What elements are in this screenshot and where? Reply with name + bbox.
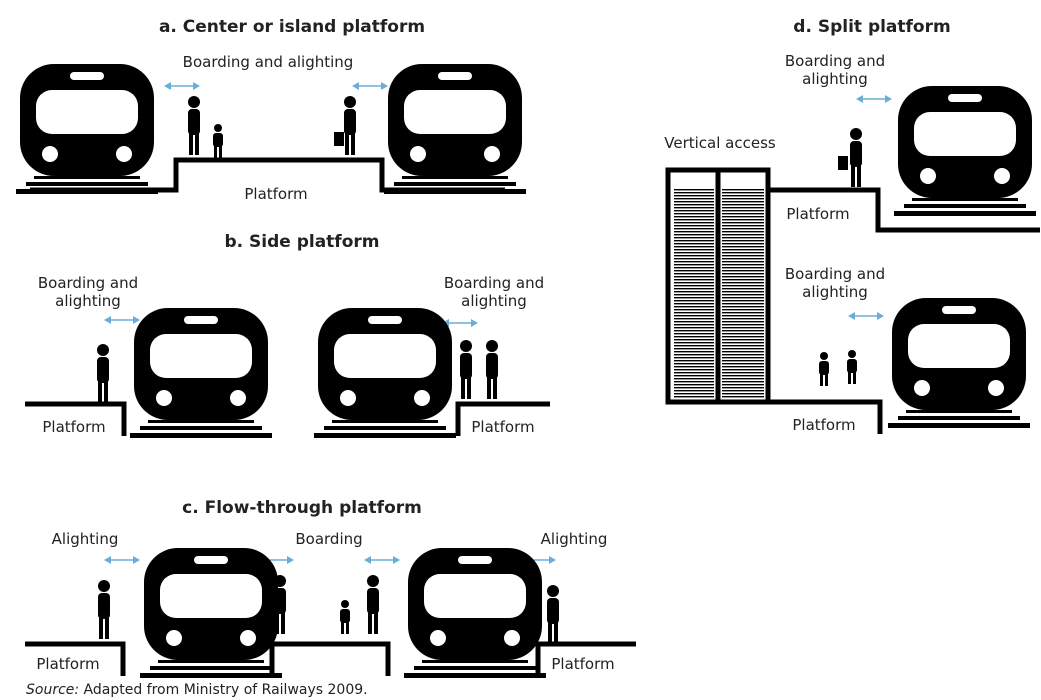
- panel-b-right-label-line1: Boarding and: [444, 274, 544, 292]
- person-icon: [486, 340, 498, 399]
- train-icon: [888, 298, 1030, 428]
- double-arrow-icon: [351, 81, 389, 91]
- panel-d-title: d. Split platform: [793, 17, 950, 37]
- source-note: Source: Adapted from Ministry of Railway…: [26, 682, 368, 698]
- person-icon: [460, 340, 472, 399]
- vertical-access-stairs: [665, 167, 771, 405]
- person-icon: [97, 344, 109, 403]
- train-icon: [894, 86, 1036, 216]
- panel-b-right-label-line2: alighting: [461, 292, 527, 310]
- panel-d-top-label-line1: Boarding and: [785, 52, 885, 70]
- train-icon: [384, 64, 526, 194]
- train-icon: [404, 548, 546, 678]
- panel-c-alighting-right-label: Alighting: [541, 530, 608, 548]
- panel-d-platform-lower-label: Platform: [792, 416, 855, 434]
- panel-d-top-label-line2: alighting: [802, 70, 868, 88]
- source-text: Adapted from Ministry of Railways 2009.: [79, 682, 367, 698]
- panel-a-title: a. Center or island platform: [159, 17, 425, 37]
- double-arrow-icon: [855, 94, 893, 104]
- person-with-bag-icon: [850, 128, 862, 187]
- panel-d-bottom-label-line1: Boarding and: [785, 265, 885, 283]
- panel-c-alighting-left-label: Alighting: [52, 530, 119, 548]
- vertical-access-label: Vertical access: [664, 134, 776, 152]
- panel-b-title: b. Side platform: [224, 232, 379, 252]
- panel-flow-through-platform: c. Flow-through platform Alighting Board…: [25, 498, 636, 678]
- panel-center-island-platform: a. Center or island platform Boarding an…: [16, 17, 526, 203]
- child-icon: [213, 124, 223, 158]
- source-label: Source:: [26, 682, 79, 698]
- panel-a-boarding-label: Boarding and alighting: [183, 53, 354, 71]
- flow-platform-left-outline: [25, 641, 126, 676]
- double-arrow-icon: [363, 555, 401, 565]
- child-icon: [340, 600, 350, 634]
- person-icon: [98, 580, 110, 639]
- split-platform-upper-outline: [768, 187, 1040, 233]
- island-platform-outline: [30, 157, 505, 193]
- side-platform-left-outline: [25, 401, 127, 436]
- train-icon: [314, 308, 456, 438]
- running-child-icon: [847, 350, 857, 384]
- panel-side-platform: b. Side platform Boarding and alighting …: [25, 232, 550, 438]
- side-platform-right-outline: [455, 401, 550, 436]
- panel-d-platform-upper-label: Platform: [786, 205, 849, 223]
- panel-a-platform-label: Platform: [244, 185, 307, 203]
- double-arrow-icon: [103, 315, 141, 325]
- panel-c-platform-left-label: Platform: [36, 655, 99, 673]
- panel-b-platform-right-label: Platform: [471, 418, 534, 436]
- panel-b-left-label-line2: alighting: [55, 292, 121, 310]
- double-arrow-icon: [847, 311, 885, 321]
- double-arrow-icon: [163, 81, 201, 91]
- train-icon: [130, 308, 272, 438]
- train-icon: [140, 548, 282, 678]
- panel-b-platform-left-label: Platform: [42, 418, 105, 436]
- panel-b-left-label-line1: Boarding and: [38, 274, 138, 292]
- split-platform-lower-outline: [768, 399, 883, 434]
- flow-platform-center-outline: [269, 641, 391, 676]
- person-icon: [188, 96, 200, 155]
- panel-c-title: c. Flow-through platform: [182, 498, 422, 518]
- double-arrow-icon: [103, 555, 141, 565]
- flow-platform-right-outline: [535, 641, 636, 676]
- train-icon: [16, 64, 158, 194]
- panel-c-boarding-label: Boarding: [295, 530, 362, 548]
- panel-split-platform: d. Split platform Boarding and alighting…: [664, 17, 1040, 434]
- person-with-bag-icon: [344, 96, 356, 155]
- running-child-icon: [819, 352, 829, 386]
- person-icon: [274, 575, 286, 634]
- person-icon: [547, 585, 559, 644]
- person-icon: [367, 575, 379, 634]
- panel-c-platform-right-label: Platform: [551, 655, 614, 673]
- panel-d-bottom-label-line2: alighting: [802, 283, 868, 301]
